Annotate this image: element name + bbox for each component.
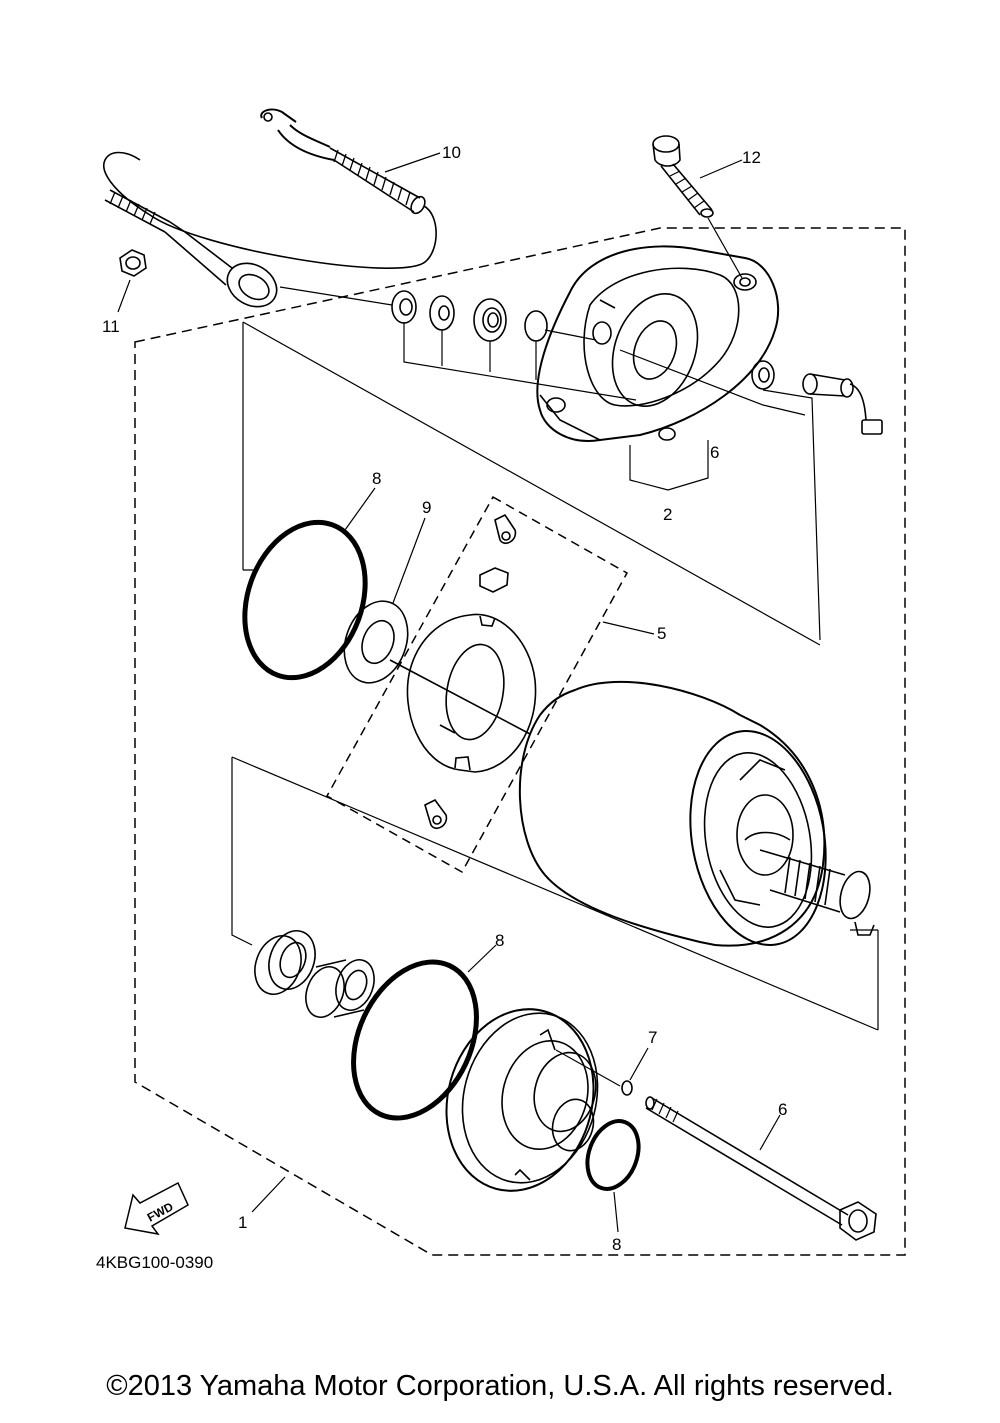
nut <box>120 250 146 276</box>
brush-spring-upper <box>480 515 515 592</box>
callout-12: 12 <box>742 148 761 167</box>
callout-10: 10 <box>442 143 461 162</box>
thrust-washer <box>333 592 418 691</box>
callout-7: 8 <box>612 1235 621 1254</box>
fwd-arrow-icon: FWD <box>124 1181 189 1236</box>
o-ring-lower <box>351 959 479 1121</box>
lead-wire <box>104 110 436 316</box>
assembly-boundary-dashed <box>134 227 906 1256</box>
o-ring-front <box>585 1119 641 1191</box>
washer-stack <box>392 291 547 341</box>
callout-4: 5 <box>657 624 666 643</box>
callout-1: 1 <box>238 1213 247 1232</box>
front-cover <box>427 992 616 1207</box>
brush-set-boundary-dashed <box>325 495 629 874</box>
alignment-lines-middle <box>231 756 879 1031</box>
callout-2: 2 <box>663 505 672 524</box>
copyright-notice: ©2013 Yamaha Motor Corporation, U.S.A. A… <box>106 1370 894 1402</box>
brush-spring-lower <box>425 800 446 828</box>
callout-3: 6 <box>710 443 719 462</box>
oil-seal <box>247 924 323 1000</box>
callout-8b: 8 <box>495 931 504 950</box>
brush-plate <box>390 614 536 772</box>
armature-shaft <box>760 850 875 935</box>
alignment-lines-upper <box>242 321 821 646</box>
callout-8a: 8 <box>372 469 381 488</box>
bolt <box>653 136 713 217</box>
group-bracket-upper <box>403 322 821 641</box>
callout-5: 6 <box>778 1100 787 1119</box>
callout-11: 11 <box>102 317 120 336</box>
through-bolt <box>646 1097 876 1240</box>
callout-9: 9 <box>422 498 431 517</box>
rear-cover <box>537 246 778 441</box>
callout-6: 7 <box>648 1028 657 1047</box>
small-o-ring <box>622 1081 632 1095</box>
needle-bearing <box>299 954 381 1022</box>
o-ring-upper <box>242 519 368 681</box>
yoke-housing <box>520 682 842 956</box>
drawing-code: 4KBG100-0390 <box>96 1253 213 1272</box>
terminal-bolt <box>752 361 882 434</box>
